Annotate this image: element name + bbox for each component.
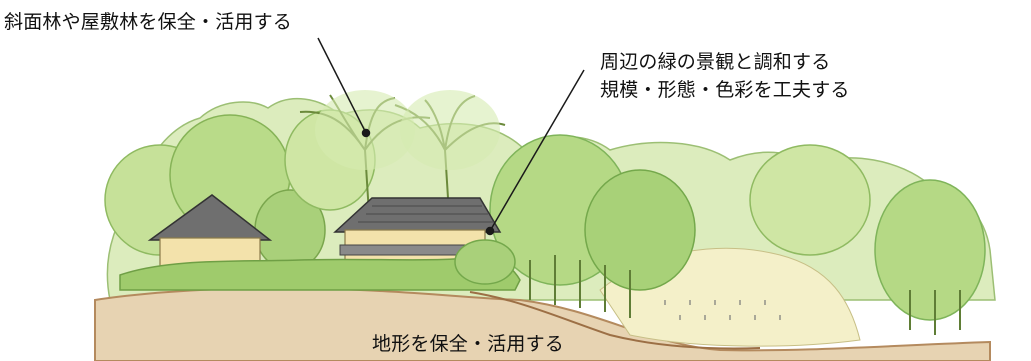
leader-dot-forest: [361, 128, 371, 138]
left-tree-cluster: [104, 109, 376, 271]
landscape-harmony-line-2: 規模・形態・色彩を工夫する: [600, 79, 850, 101]
landscape-harmony-line-1: 周辺の緑の景観と調和する: [600, 51, 831, 73]
hedge-row: [119, 239, 521, 291]
leader-line-harmony: [489, 69, 585, 232]
forest-conservation-label: 斜面林や屋敷林を保全・活用する: [4, 11, 293, 33]
landscape-harmony-label: 周辺の緑の景観と調和する 規模・形態・色彩を工夫する: [600, 48, 850, 104]
leader-lines: [317, 37, 585, 236]
leader-line-forest: [317, 37, 367, 134]
leader-dot-harmony: [485, 226, 495, 236]
terrain-conservation-label: 地形を保全・活用する: [372, 333, 565, 355]
